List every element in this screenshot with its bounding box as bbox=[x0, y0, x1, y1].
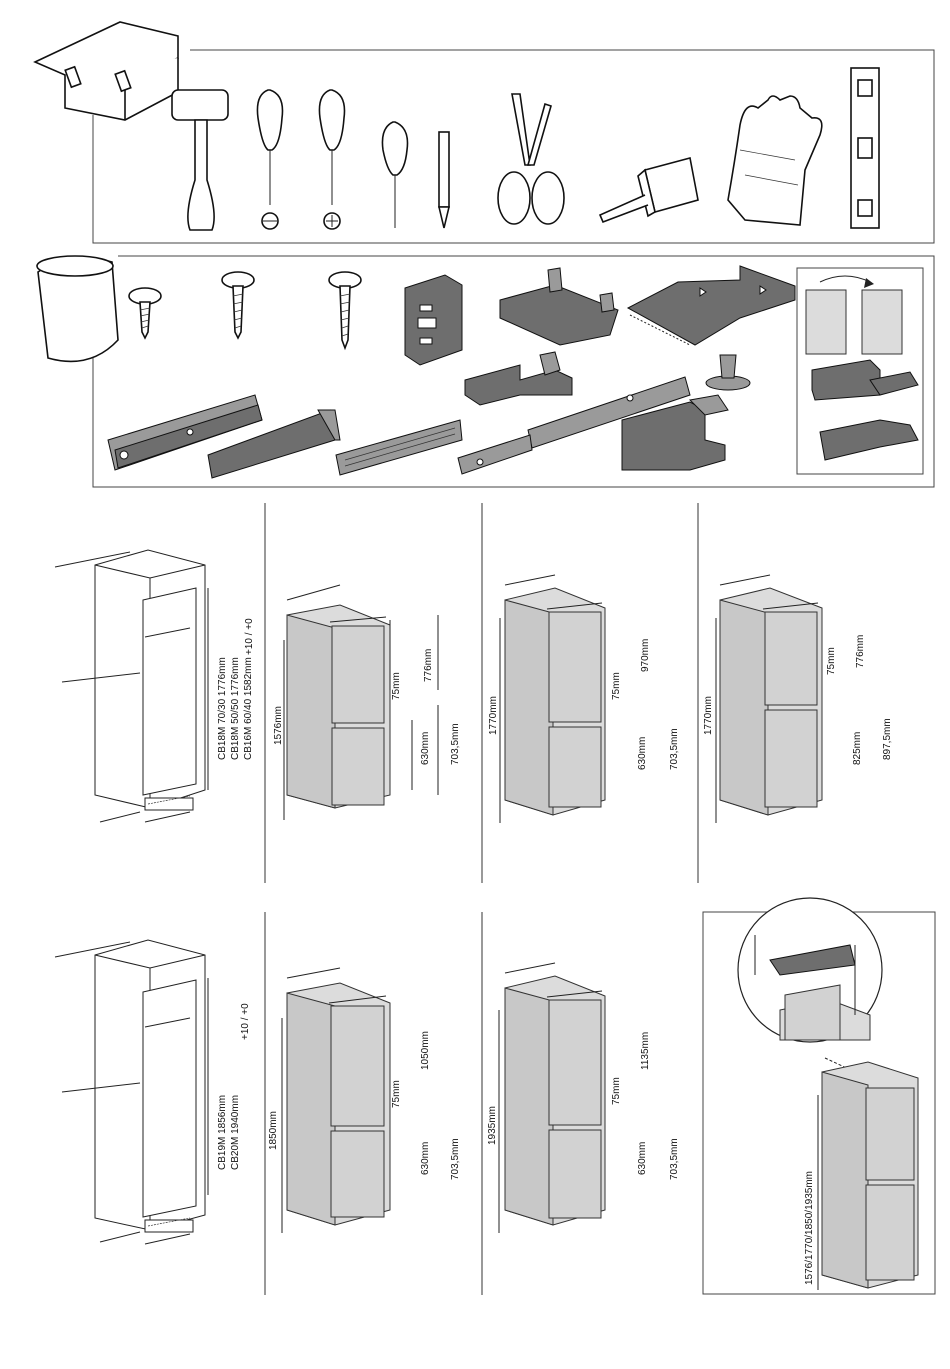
cabinet-a-line-3: CB16M 60/40 1582mm bbox=[243, 657, 254, 760]
fridge-2-lower-total: 703,5mm bbox=[669, 728, 680, 770]
cabinet-a-diagram bbox=[55, 550, 208, 822]
awl-icon bbox=[382, 122, 407, 228]
flat-screwdriver-icon bbox=[257, 90, 282, 229]
fridge-2-diagram bbox=[500, 575, 605, 823]
spirit-level-icon bbox=[851, 68, 879, 228]
cabinet-b-tolerance: +10 / +0 bbox=[240, 1003, 251, 1040]
detail-height-range: 1576/1770/1850/1935mm bbox=[804, 1171, 815, 1285]
parts-bag-icon bbox=[37, 256, 118, 361]
hinge-bracket-icon bbox=[405, 275, 462, 365]
fridge-1-lower-total: 703,5mm bbox=[450, 723, 461, 765]
parts-panel bbox=[37, 256, 934, 487]
cabinet-b-diagram bbox=[55, 940, 208, 1244]
fridge-2-lower: 630mm bbox=[637, 737, 648, 770]
detail-panel bbox=[703, 898, 935, 1294]
slide-rail-icon bbox=[336, 420, 462, 475]
medium-screw-icon bbox=[222, 272, 254, 338]
fridge-2-height: 1770mm bbox=[488, 696, 499, 735]
fridge-5-lower-total: 703,5mm bbox=[669, 1138, 680, 1180]
fridge-4-lower-total: 703,5mm bbox=[450, 1138, 461, 1180]
fridge-1-upper: 776mm bbox=[423, 649, 434, 682]
fridge-5-height: 1935mm bbox=[487, 1106, 498, 1145]
fridge-3-gap: 75mm bbox=[826, 647, 837, 675]
fridge-5-lower: 630mm bbox=[637, 1142, 648, 1175]
phillips-screwdriver-icon bbox=[319, 90, 344, 229]
fridge-4-gap: 75mm bbox=[391, 1080, 402, 1108]
tape-measure-icon bbox=[600, 158, 698, 222]
fridge-2-gap: 75mm bbox=[611, 672, 622, 700]
mallet-icon bbox=[172, 90, 228, 230]
fridge-4-upper: 1050mm bbox=[420, 1031, 431, 1070]
cabinet-b-line-1: CB19M 1856mm bbox=[217, 1095, 228, 1170]
fridge-3-lower-total: 897,5mm bbox=[882, 718, 893, 760]
fridge-4-height: 1850mm bbox=[268, 1111, 279, 1150]
long-screw-icon bbox=[329, 272, 361, 348]
door-reversal-subpanel bbox=[797, 268, 923, 474]
tools-panel bbox=[35, 22, 934, 243]
template-sheet-icon bbox=[628, 266, 795, 345]
fridge-1-height: 1576mm bbox=[273, 706, 284, 745]
fridge-1-diagram bbox=[284, 585, 438, 820]
toolbox-icon bbox=[35, 22, 178, 120]
gloves-icon bbox=[728, 96, 822, 225]
pencil-icon bbox=[439, 132, 449, 228]
l-block-icon bbox=[465, 352, 572, 405]
short-screw-icon bbox=[129, 288, 161, 338]
fridge-3-upper: 776mm bbox=[855, 635, 866, 668]
fridge-4-diagram bbox=[282, 968, 390, 1233]
fridge-3-lower: 825mm bbox=[852, 732, 863, 765]
fridge-3-height: 1770mm bbox=[703, 696, 714, 735]
cabinet-b-line-2: CB20M 1940mm bbox=[230, 1095, 241, 1170]
fridge-3-diagram bbox=[716, 575, 822, 823]
push-pin-icon bbox=[706, 355, 750, 390]
fridge-5-gap: 75mm bbox=[611, 1077, 622, 1105]
fridge-2-upper: 970mm bbox=[640, 639, 651, 672]
cabinet-a-line-1: CB18M 70/30 1776mm bbox=[217, 657, 228, 760]
cover-plate-icon bbox=[500, 268, 618, 345]
cabinet-a-tolerance: +10 / +0 bbox=[244, 618, 255, 655]
scissors-icon bbox=[498, 94, 564, 224]
fridge-1-lower: 630mm bbox=[420, 732, 431, 765]
cabinet-a-line-2: CB18M 50/50 1776mm bbox=[230, 657, 241, 760]
fridge-5-upper: 1135mm bbox=[640, 1032, 651, 1070]
fridge-5-diagram bbox=[499, 963, 605, 1233]
fridge-1-gap: 75mm bbox=[391, 672, 402, 700]
fridge-4-lower: 630mm bbox=[420, 1142, 431, 1175]
